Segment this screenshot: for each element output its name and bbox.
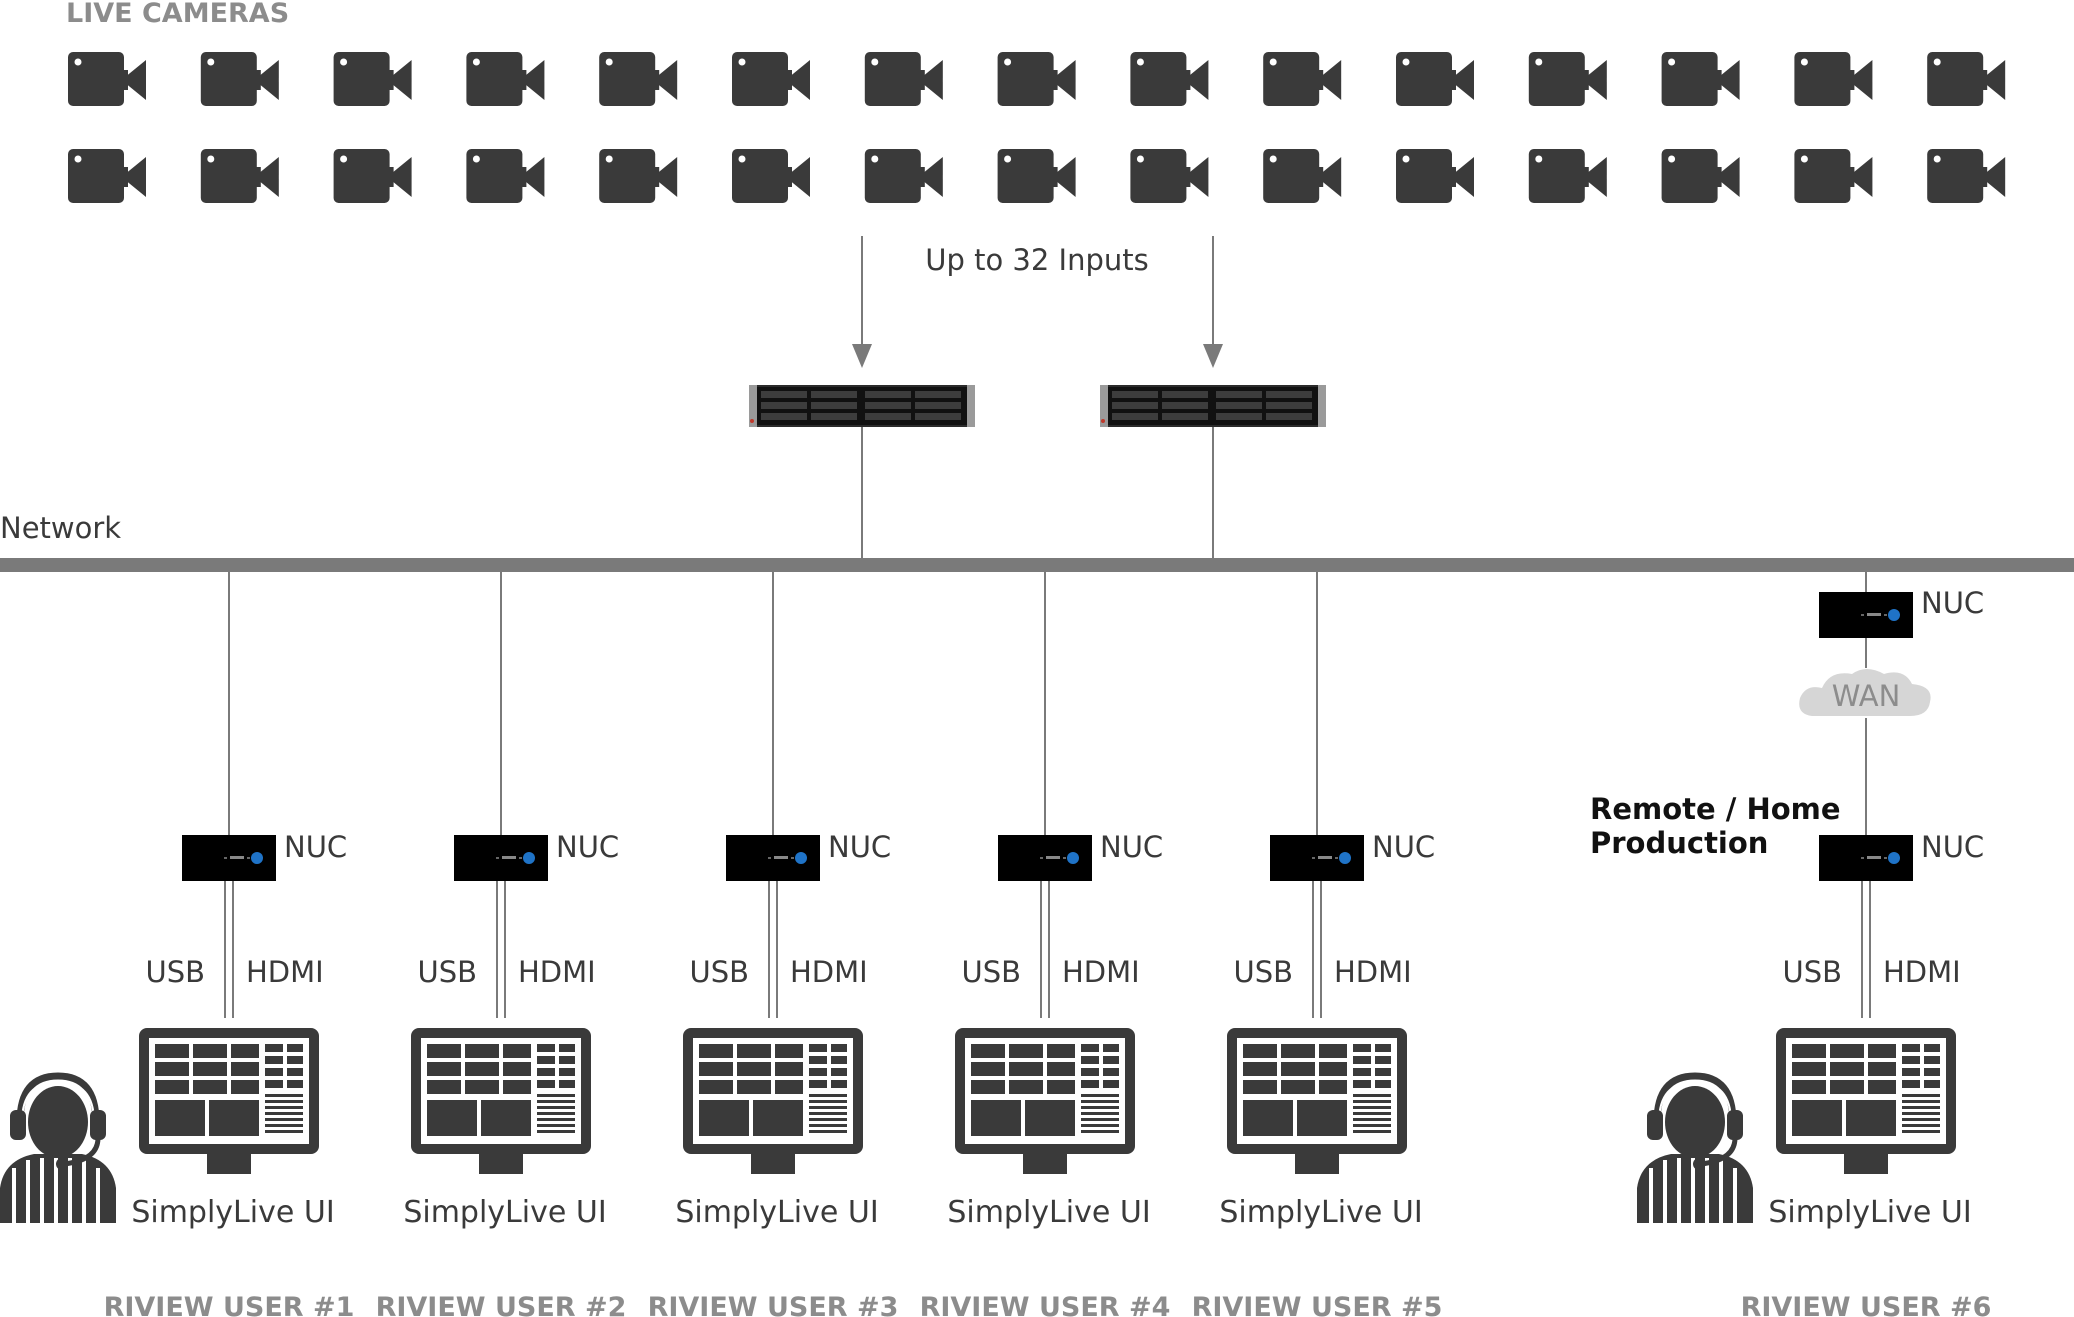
cloud-icon <box>1799 669 1931 716</box>
video-camera-icon <box>200 52 279 106</box>
nuc-label: NUC <box>1372 830 1435 864</box>
user-station: NUC USB HDMI SimplyLive UI RIVIEW USER #6 <box>1637 830 1991 1317</box>
user-name-label: RIVIEW USER #3 <box>648 1292 899 1317</box>
user-name-label: RIVIEW USER #1 <box>104 1292 355 1317</box>
usb-label: USB <box>689 955 749 989</box>
nuc-label: NUC <box>1921 830 1984 864</box>
mini-pc-icon <box>1819 835 1913 881</box>
video-camera-icon <box>1528 149 1607 203</box>
simplylive-ui-label: SimplyLive UI <box>675 1195 878 1230</box>
mini-pc-icon <box>182 835 276 881</box>
video-camera-icon <box>997 52 1076 106</box>
video-camera-icon <box>68 52 146 106</box>
video-camera-icon <box>1927 149 2006 203</box>
video-camera-icon <box>1263 52 1342 106</box>
mini-pc-icon <box>1819 592 1913 638</box>
video-camera-icon <box>333 149 412 203</box>
simplylive-ui-label: SimplyLive UI <box>1219 1195 1422 1230</box>
video-camera-icon <box>1794 52 1873 106</box>
simplylive-ui-label: SimplyLive UI <box>1768 1195 1971 1230</box>
video-camera-icon <box>333 52 412 106</box>
remote-production-line1: Remote / Home <box>1590 792 1841 826</box>
nuc-label: NUC <box>1921 586 1984 620</box>
hdmi-label: HDMI <box>1883 955 1961 989</box>
wan-label: WAN <box>1832 679 1901 713</box>
video-camera-icon <box>68 149 146 203</box>
video-camera-icon <box>997 149 1076 203</box>
nuc-label: NUC <box>556 830 619 864</box>
network-label: Network <box>0 511 121 545</box>
video-camera-icon <box>1263 149 1342 203</box>
user-name-label: RIVIEW USER #6 <box>1741 1292 1992 1317</box>
usb-label: USB <box>145 955 205 989</box>
video-camera-icon <box>466 52 545 106</box>
nuc-label: NUC <box>284 830 347 864</box>
video-camera-icon <box>864 149 943 203</box>
nuc-label: NUC <box>1100 830 1163 864</box>
mini-pc-icon <box>454 835 548 881</box>
user-station: NUC USB HDMI SimplyLive UI RIVIEW USER #1 <box>0 572 354 1317</box>
video-camera-icon <box>1794 149 1873 203</box>
rack-server-icon <box>1100 385 1326 427</box>
mini-pc-icon <box>1270 835 1364 881</box>
hdmi-label: HDMI <box>1062 955 1140 989</box>
user-name-label: RIVIEW USER #5 <box>1192 1292 1443 1317</box>
video-camera-icon <box>1528 52 1607 106</box>
hdmi-label: HDMI <box>790 955 868 989</box>
video-camera-icon <box>466 149 545 203</box>
video-camera-icon <box>599 52 678 106</box>
video-camera-icon <box>1661 52 1740 106</box>
diagram-title: LIVE CAMERAS <box>66 0 289 29</box>
monitor-icon <box>1227 1028 1407 1174</box>
user-name-label: RIVIEW USER #4 <box>920 1292 1171 1317</box>
video-camera-icon <box>1396 149 1474 203</box>
monitor-icon <box>1776 1028 1956 1174</box>
simplylive-ui-label: SimplyLive UI <box>131 1195 334 1230</box>
camera-grid <box>68 52 2006 203</box>
headset-operator-icon <box>0 1076 116 1223</box>
usb-label: USB <box>1782 955 1842 989</box>
video-camera-icon <box>1927 52 2006 106</box>
remote-link: NUC WAN <box>1799 572 1984 835</box>
simplylive-ui-label: SimplyLive UI <box>403 1195 606 1230</box>
inputs-label: Up to 32 Inputs <box>925 243 1149 277</box>
simplylive-ui-label: SimplyLive UI <box>947 1195 1150 1230</box>
network-bus <box>0 558 2074 572</box>
user-station: NUC USB HDMI SimplyLive UI RIVIEW USER #4 <box>920 572 1171 1317</box>
user-name-label: RIVIEW USER #2 <box>376 1292 627 1317</box>
usb-label: USB <box>417 955 477 989</box>
video-camera-icon <box>599 149 678 203</box>
mini-pc-icon <box>726 835 820 881</box>
user-station: NUC USB HDMI SimplyLive UI RIVIEW USER #5 <box>1192 572 1443 1317</box>
video-camera-icon <box>732 52 810 106</box>
user-station: NUC USB HDMI SimplyLive UI RIVIEW USER #2 <box>376 572 627 1317</box>
hdmi-label: HDMI <box>1334 955 1412 989</box>
input-arrows <box>852 236 1223 368</box>
video-camera-icon <box>864 52 943 106</box>
headset-operator-icon <box>1637 1076 1753 1223</box>
hdmi-label: HDMI <box>518 955 596 989</box>
monitor-icon <box>411 1028 591 1174</box>
rack-server-icon <box>749 385 975 427</box>
video-camera-icon <box>1661 149 1740 203</box>
video-camera-icon <box>1396 52 1474 106</box>
video-camera-icon <box>1130 149 1209 203</box>
monitor-icon <box>683 1028 863 1174</box>
video-camera-icon <box>1130 52 1209 106</box>
video-camera-icon <box>200 149 279 203</box>
user-station: NUC USB HDMI SimplyLive UI RIVIEW USER #3 <box>648 572 899 1317</box>
video-camera-icon <box>732 149 810 203</box>
usb-label: USB <box>961 955 1021 989</box>
usb-label: USB <box>1233 955 1293 989</box>
monitor-icon <box>139 1028 319 1174</box>
nuc-label: NUC <box>828 830 891 864</box>
remote-production-line2: Production <box>1590 826 1768 860</box>
mini-pc-icon <box>998 835 1092 881</box>
hdmi-label: HDMI <box>246 955 324 989</box>
monitor-icon <box>955 1028 1135 1174</box>
